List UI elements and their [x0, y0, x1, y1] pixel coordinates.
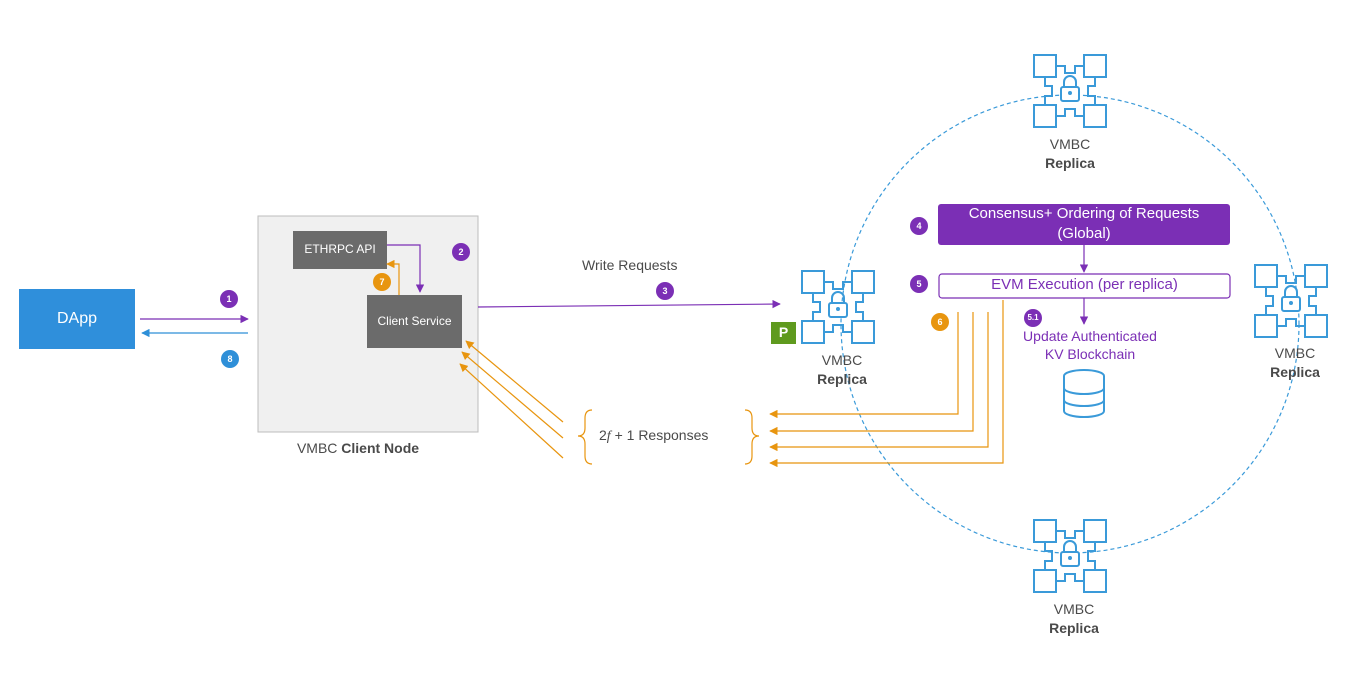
response-arrow	[461, 351, 564, 439]
replica-right-name: VMBC	[1274, 345, 1316, 361]
client-service-box	[367, 295, 462, 348]
replica-top-role: Replica	[1045, 155, 1095, 171]
step-2-badge: 2	[452, 243, 470, 261]
write-requests-label: Write Requests	[582, 257, 678, 273]
ethrpc-api-box	[293, 231, 387, 269]
consensus-box	[938, 204, 1230, 245]
replica-right-role: Replica	[1270, 364, 1320, 380]
dapp-box	[19, 289, 135, 349]
client-node-prefix: VMBC	[296, 440, 338, 456]
step-5-1-badge: 5.1	[1024, 309, 1042, 327]
client-node-bold: Client Node	[341, 440, 420, 456]
replica-bottom-name: VMBC	[1053, 601, 1095, 617]
response-arrow	[465, 340, 564, 423]
response-line	[769, 300, 1004, 468]
replica-left-name: VMBC	[821, 352, 863, 368]
primary-badge: P	[778, 324, 789, 340]
evm-label: EVM Execution (per replica)	[991, 276, 1178, 293]
response-line	[769, 312, 974, 436]
responses-post: + 1 Responses	[610, 427, 709, 443]
step-7-badge: 7	[373, 273, 391, 291]
arrow-step-2	[387, 244, 425, 293]
blockchain-lock-icon	[801, 270, 875, 344]
replica-left-role: Replica	[817, 371, 867, 387]
arrow-step-3	[477, 299, 781, 309]
right-brace	[744, 409, 760, 465]
replica-bottom-role: Replica	[1049, 620, 1099, 636]
step-4-badge: 4	[910, 217, 928, 235]
blockchain-lock-icon	[1033, 519, 1107, 593]
responses-label: 2f + 1 Responses	[599, 427, 708, 445]
step-6-badge: 6	[931, 313, 949, 331]
blockchain-lock-icon	[1033, 54, 1107, 128]
consensus-line1: Consensus+ Ordering of Requests	[968, 205, 1200, 222]
responses-f: f	[606, 429, 611, 444]
step-3-badge: 3	[656, 282, 674, 300]
replica-top-name: VMBC	[1049, 136, 1091, 152]
kv-line1: Update Authenticated	[1023, 328, 1157, 344]
kv-line2: KV Blockchain	[1044, 346, 1136, 362]
dapp-label: DApp	[56, 310, 98, 327]
left-brace	[577, 409, 593, 465]
step-8-badge: 8	[221, 350, 239, 368]
database-icon	[1063, 369, 1105, 418]
step-5-badge: 5	[910, 275, 928, 293]
step-1-badge: 1	[220, 290, 238, 308]
client-node-caption: VMBC Client Node	[258, 440, 458, 456]
client-service-label: Client Service	[377, 314, 452, 328]
primary-badge-bg	[771, 322, 796, 344]
arrow-step-7	[386, 259, 400, 295]
response-arrow	[459, 363, 564, 459]
response-line	[769, 312, 959, 419]
blockchain-lock-icon	[1254, 264, 1328, 338]
ethrpc-api-label: ETHRPC API	[304, 242, 376, 256]
consensus-line2: (Global)	[1057, 225, 1111, 242]
response-line	[769, 312, 989, 452]
responses-pre: 2	[599, 427, 607, 443]
